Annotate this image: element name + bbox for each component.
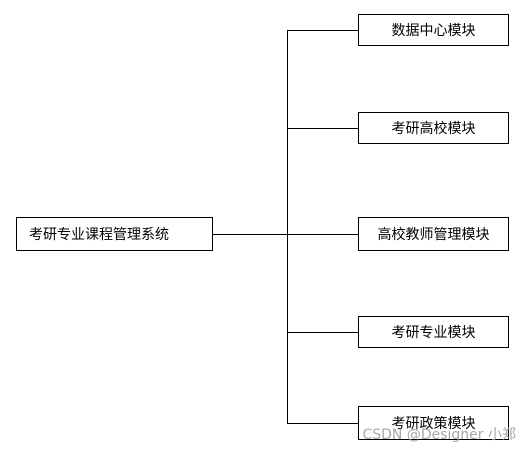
watermark-text: CSDN @Designer 小郑 — [362, 427, 516, 443]
root-connector — [213, 234, 288, 235]
branch-line-3 — [287, 234, 358, 235]
module-node-label: 考研政策模块 — [391, 416, 476, 432]
branch-line-2 — [287, 128, 358, 129]
module-node-label: 考研专业模块 — [391, 325, 476, 341]
branch-line-1 — [287, 30, 358, 31]
root-node: 考研专业课程管理系统 — [16, 217, 213, 251]
module-node-data-center: 数据中心模块 — [358, 14, 509, 46]
branch-line-4 — [287, 332, 358, 333]
module-node-majors: 考研专业模块 — [358, 316, 509, 348]
module-node-teacher-management: 高校教师管理模块 — [358, 217, 509, 251]
module-node-label: 高校教师管理模块 — [377, 227, 490, 243]
trunk-line — [287, 30, 288, 424]
module-node-label: 考研高校模块 — [391, 121, 476, 137]
module-node-universities: 考研高校模块 — [358, 112, 509, 144]
module-node-policy: 考研政策模块 — [358, 406, 509, 440]
module-node-label: 数据中心模块 — [391, 23, 476, 39]
root-node-label: 考研专业课程管理系统 — [29, 227, 169, 243]
branch-line-5 — [287, 423, 358, 424]
